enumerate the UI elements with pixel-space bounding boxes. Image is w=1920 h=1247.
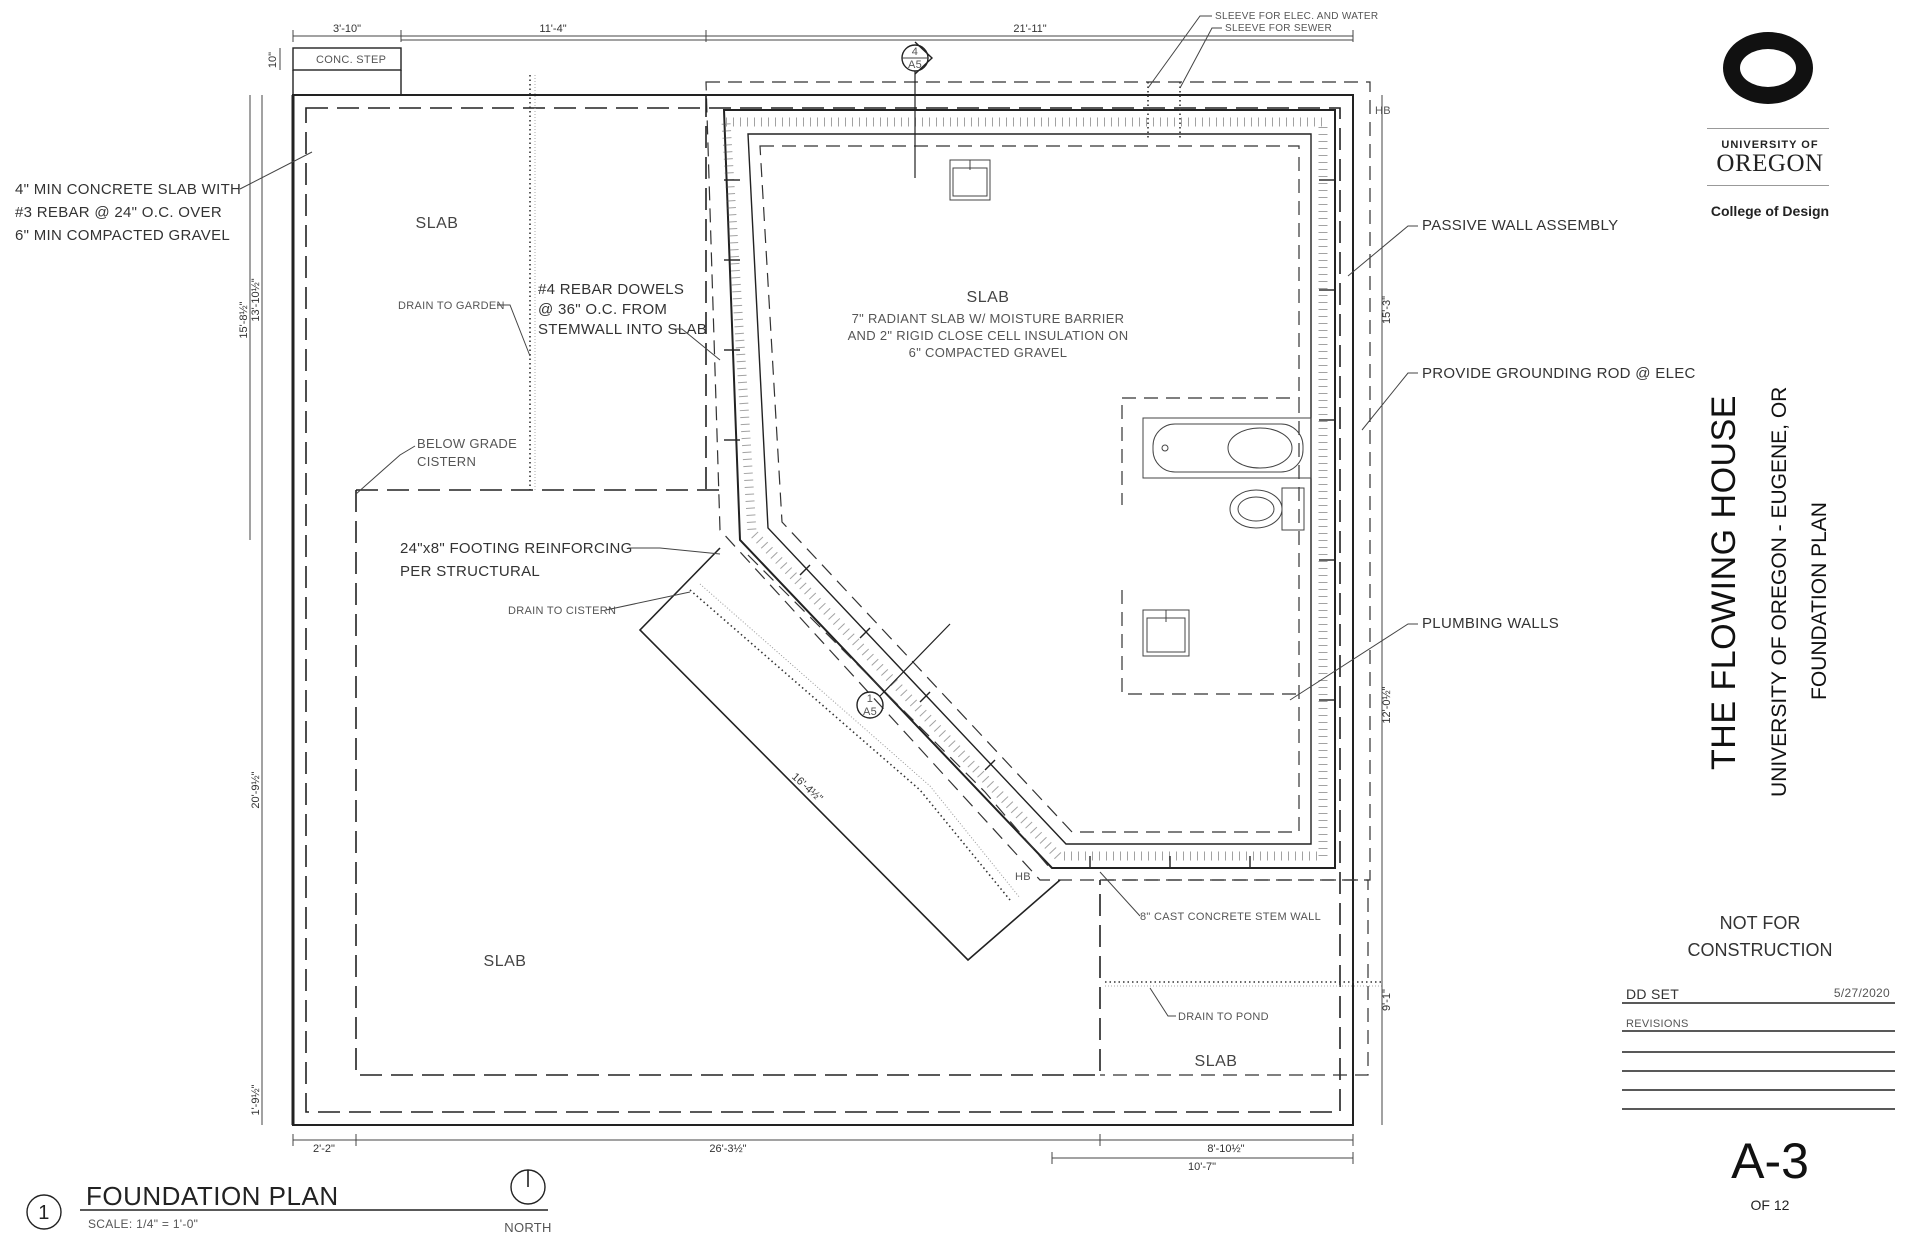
- note-passive-wall: PASSIVE WALL ASSEMBLY: [1422, 217, 1618, 234]
- project-location: UNIVERSITY OF OREGON - EUGENE, OR: [1768, 387, 1791, 797]
- note-concrete-slab-line3: 6" MIN COMPACTED GRAVEL: [15, 227, 230, 244]
- drawing-scale: SCALE: 1/4" = 1'-0": [88, 1217, 198, 1231]
- note-hose-bib-bottom: HB: [1015, 871, 1031, 883]
- angled-footing: [638, 547, 1061, 962]
- dim-top-1: 3'-10": [333, 23, 361, 35]
- note-sleeve-sewer: SLEEVE FOR SEWER: [1225, 23, 1332, 34]
- dim-top-2: 11'-4": [539, 23, 566, 35]
- room-label-slab-upper-left: SLAB: [416, 215, 459, 232]
- north-arrow-icon: NORTH: [504, 1169, 551, 1235]
- note-cistern-line2: CISTERN: [417, 454, 476, 469]
- dim-left-lower: 20'-9½": [250, 771, 262, 808]
- sheet-title: FOUNDATION PLAN: [1808, 502, 1831, 700]
- sheet-number: A-3: [1731, 1133, 1809, 1189]
- note-hose-bib-top: HB: [1375, 105, 1391, 117]
- dim-bottom-1: 2'-2": [313, 1143, 335, 1155]
- note-footing-line1: 24"x8" FOOTING REINFORCING: [400, 540, 633, 557]
- note-concrete-slab-line2: #3 REBAR @ 24" O.C. OVER: [15, 204, 222, 221]
- dimension-lines: [249, 30, 1383, 1164]
- section-mid-number: 1: [867, 693, 873, 705]
- set-label: DD SET: [1626, 986, 1679, 1002]
- building-outline: [291, 39, 1354, 1126]
- dim-top-3: 21'-11": [1013, 23, 1046, 35]
- sheet-total: OF 12: [1750, 1197, 1790, 1213]
- dim-right-upper: 15'-3": [1381, 296, 1393, 324]
- note-radiant-slab-line2: AND 2" RIGID CLOSE CELL INSULATION ON: [848, 328, 1129, 343]
- toilet-icon: [1281, 487, 1305, 531]
- note-rebar-dowels-line3: STEMWALL INTO SLAB: [538, 321, 707, 338]
- revisions-label: REVISIONS: [1626, 1018, 1689, 1030]
- note-stem-wall: 8" CAST CONCRETE STEM WALL: [1140, 911, 1321, 923]
- not-for-construction-line1: NOT FOR: [1719, 913, 1801, 933]
- college-name: College of Design: [1710, 203, 1830, 219]
- note-footing-line2: PER STRUCTURAL: [400, 563, 540, 580]
- note-rebar-dowels-line2: @ 36" O.C. FROM: [538, 301, 667, 318]
- north-label: NORTH: [504, 1220, 551, 1235]
- dim-step-depth: 10": [267, 52, 279, 68]
- dim-left-bottom: 1'-9½": [250, 1084, 262, 1115]
- note-rebar-dowels-line1: #4 REBAR DOWELS: [538, 281, 684, 298]
- drain-lines: [529, 75, 1382, 987]
- title-block-lines: [1622, 1002, 1895, 1110]
- note-radiant-slab-line1: 7" RADIANT SLAB W/ MOISTURE BARRIER: [852, 311, 1125, 326]
- note-radiant-slab-line3: 6" COMPACTED GRAVEL: [909, 345, 1068, 360]
- dim-right-lower: 9'-1": [1381, 989, 1393, 1011]
- stem-wall: [721, 109, 1336, 869]
- set-date: 5/27/2020: [1834, 986, 1890, 1000]
- not-for-construction-line2: CONSTRUCTION: [1687, 940, 1833, 960]
- dim-left-upper-outer: 15'-8½": [238, 301, 250, 338]
- dim-bottom-3: 8'-10½": [1207, 1143, 1244, 1155]
- note-grounding-rod: PROVIDE GROUNDING ROD @ ELEC: [1422, 365, 1696, 382]
- project-title: THE FLOWING HOUSE: [1705, 395, 1743, 770]
- drawing-title-text: FOUNDATION PLAN: [86, 1181, 339, 1211]
- logo-oregon: OREGON: [1716, 150, 1824, 177]
- bathtub-icon: [1142, 417, 1312, 479]
- logo-rule-bottom: [1707, 185, 1829, 186]
- room-label-slab-main: SLAB: [967, 289, 1010, 306]
- section-mid-sheet: A5: [863, 706, 877, 718]
- section-marker-middle: 1 A5: [856, 623, 951, 719]
- section-marker-top: 4 A5: [901, 41, 934, 178]
- room-label-slab-lower-right: SLAB: [1195, 1053, 1238, 1070]
- note-drain-to-pond: DRAIN TO POND: [1178, 1011, 1269, 1023]
- dim-left-upper-inner: 13'-10½": [250, 278, 262, 321]
- university-logo-icon: [1723, 32, 1813, 104]
- note-sleeve-elec: SLEEVE FOR ELEC. AND WATER: [1215, 11, 1378, 22]
- logo-university-of: UNIVERSITY OF: [1721, 139, 1819, 151]
- dim-angled-wall: 16'-4½": [789, 771, 825, 805]
- note-concrete-slab-line1: 4" MIN CONCRETE SLAB WITH: [15, 181, 241, 198]
- dim-bottom-overall: 10'-7": [1188, 1161, 1216, 1173]
- dim-right-middle: 12'-0½": [1381, 686, 1393, 723]
- note-conc-step: CONC. STEP: [316, 54, 386, 66]
- note-cistern-line1: BELOW GRADE: [417, 436, 517, 451]
- logo-rule-top: [1707, 128, 1829, 129]
- note-plumbing-walls: PLUMBING WALLS: [1422, 615, 1559, 632]
- plumbing-fixtures: [949, 159, 1312, 695]
- drawing-title: 1 FOUNDATION PLAN SCALE: 1/4" = 1'-0": [26, 1181, 548, 1231]
- footing-dashed-lines: [305, 81, 1371, 1113]
- note-drain-to-garden: DRAIN TO GARDEN: [398, 300, 505, 312]
- room-label-slab-lower-left: SLAB: [484, 953, 527, 970]
- section-top-number: 4: [912, 46, 918, 58]
- dim-bottom-2: 26'-3½": [709, 1143, 746, 1155]
- drawing-number: 1: [38, 1202, 50, 1224]
- not-for-construction: NOT FOR CONSTRUCTION: [1660, 910, 1860, 964]
- section-top-sheet: A5: [908, 59, 922, 71]
- note-drain-to-cistern: DRAIN TO CISTERN: [508, 605, 616, 617]
